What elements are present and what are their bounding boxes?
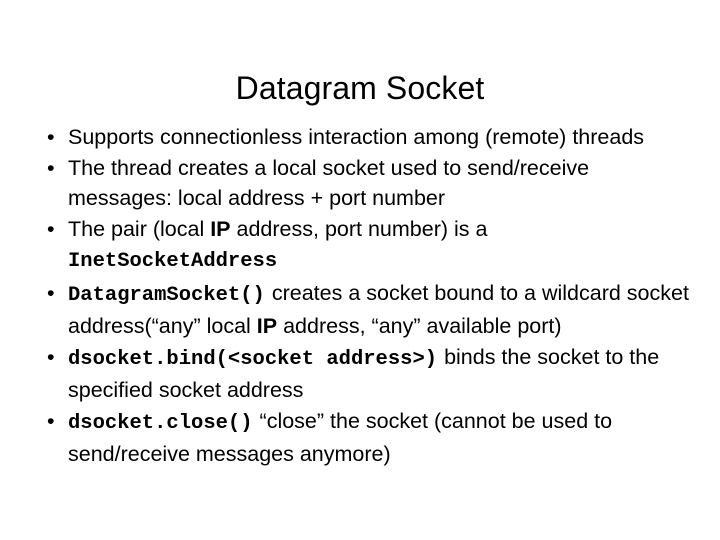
emphasis-span: IP xyxy=(256,314,278,338)
bullet-text: DatagramSocket()creates a socket bound t… xyxy=(68,278,690,341)
code-span: dsocket.close() xyxy=(68,412,253,435)
bullet-local-socket: • The thread creates a local socket used … xyxy=(30,153,690,213)
bullet-text: dsocket.bind(<socket address>)binds the … xyxy=(68,342,690,405)
bullet-text: The thread creates a local socket used t… xyxy=(68,153,690,213)
bullet-point-icon: • xyxy=(47,125,55,149)
bullet-text: Supports connectionless interaction amon… xyxy=(68,122,690,152)
code-span: DatagramSocket() xyxy=(68,284,265,307)
text-span: Supports connectionless interaction amon… xyxy=(68,125,645,149)
bullet-inet-socket-address: • The pair (local IP address, port number… xyxy=(30,214,690,277)
bullet-point-icon: • xyxy=(47,345,55,369)
bullet-point-icon: • xyxy=(47,281,55,305)
bullet-point-icon: • xyxy=(47,217,55,241)
text-span: address, port number) is a xyxy=(230,217,488,241)
code-span: InetSocketAddress xyxy=(68,250,278,273)
bullet-dsocket-bind: • dsocket.bind(<socket address>)binds the… xyxy=(30,342,690,405)
bullet-connectionless: • Supports connectionless interaction amo… xyxy=(30,122,690,152)
text-span: The pair (local xyxy=(68,217,211,241)
bullet-point-icon: • xyxy=(47,409,55,433)
bullet-list: • Supports connectionless interaction amo… xyxy=(30,122,690,470)
text-span: binds the socket to the specified socket… xyxy=(68,345,660,402)
page-title: Datagram Socket xyxy=(235,70,485,107)
code-span: dsocket.bind(<socket address>) xyxy=(68,348,438,371)
bullet-text: dsocket.close()“close” the socket (canno… xyxy=(68,406,690,469)
emphasis-span: IP xyxy=(210,217,231,241)
text-span: The thread creates a local socket used t… xyxy=(68,156,590,210)
bullet-point-icon: • xyxy=(47,156,55,180)
text-span: creates a socket bound to a wildcard soc… xyxy=(68,281,689,338)
text-span: address, “any” available port) xyxy=(277,314,562,338)
bullet-dsocket-close: • dsocket.close()“close” the socket (cann… xyxy=(30,406,690,469)
bullet-text: The pair (local IP address, port number)… xyxy=(68,214,690,277)
text-span: “close” the socket (cannot be used to se… xyxy=(68,409,613,466)
bullet-datagramsocket-constructor: • DatagramSocket()creates a socket bound … xyxy=(30,278,690,341)
